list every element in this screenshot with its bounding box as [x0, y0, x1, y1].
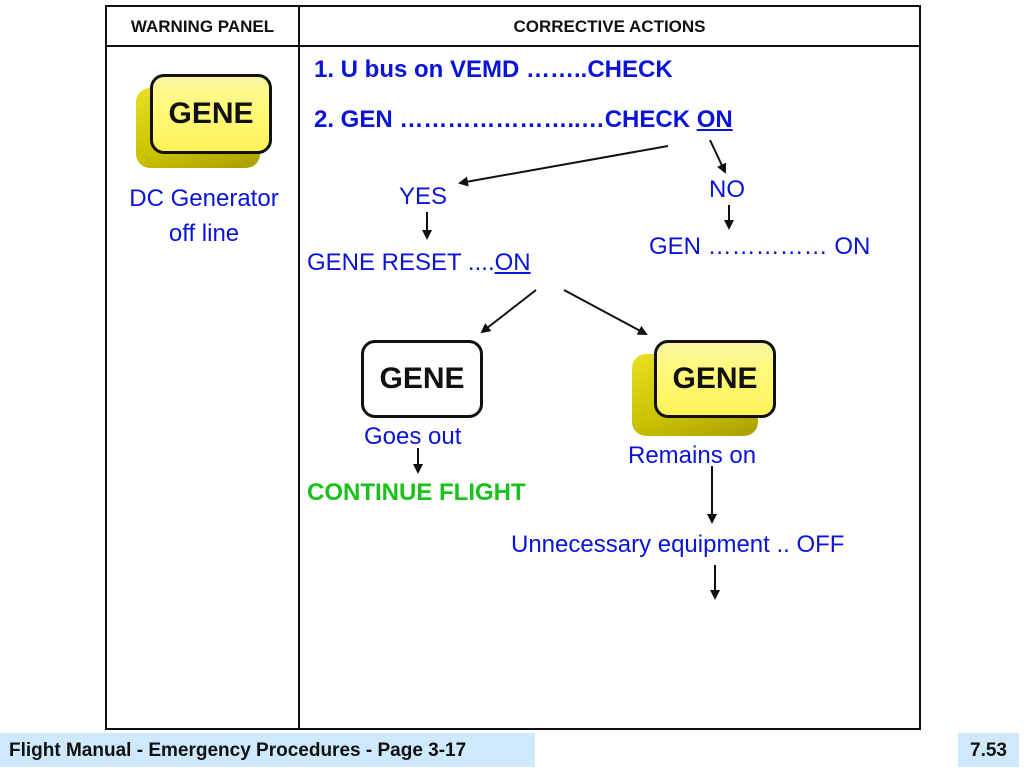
indicator-label: GENE: [379, 362, 465, 395]
indicator-face: GENE: [361, 340, 483, 418]
step-1: 1. U bus on VEMD ……..CHECK: [314, 56, 673, 83]
gene-lit-indicator: GENE: [632, 340, 776, 436]
warning-description-line2: off line: [168, 220, 240, 247]
branch-no-label: NO: [709, 176, 745, 203]
corrective-actions-header: CORRECTIVE ACTIONS: [513, 17, 706, 36]
step-2: 2. GEN …………………..…CHECK ON: [314, 106, 733, 134]
column-divider: [298, 7, 300, 728]
unnecessary-equipment-result: Unnecessary equipment .. OFF: [511, 531, 845, 558]
gene-reset-action: GENE RESET ....ON: [307, 249, 531, 277]
indicator-face: GENE: [150, 74, 272, 154]
gene-reset-text: GENE RESET ....: [307, 249, 495, 276]
indicator-label: GENE: [672, 362, 758, 395]
footer-title: Flight Manual - Emergency Procedures - P…: [0, 733, 535, 767]
goes-out-caption: Goes out: [364, 423, 462, 450]
warning-description-line1: DC Generator: [129, 185, 279, 212]
procedure-table: WARNING PANEL CORRECTIVE ACTIONS: [105, 5, 921, 730]
indicator-face: GENE: [654, 340, 776, 418]
warning-panel-header: WARNING PANEL: [130, 17, 275, 36]
gen-on-action: GEN …………… ON: [649, 233, 871, 260]
indicator-label: GENE: [168, 97, 254, 130]
step-2-text: 2. GEN …………………..…CHECK: [314, 106, 697, 133]
warning-gene-indicator: GENE: [136, 74, 272, 168]
slide-number: 7.53: [958, 733, 1019, 767]
continue-flight-result: CONTINUE FLIGHT: [307, 479, 526, 506]
gene-reset-emphasis: ON: [494, 249, 531, 276]
remains-on-caption: Remains on: [628, 442, 757, 469]
gene-off-indicator: GENE: [361, 340, 483, 420]
branch-yes-label: YES: [399, 183, 448, 210]
header-divider: [107, 45, 919, 47]
step-2-emphasis: ON: [696, 106, 733, 133]
